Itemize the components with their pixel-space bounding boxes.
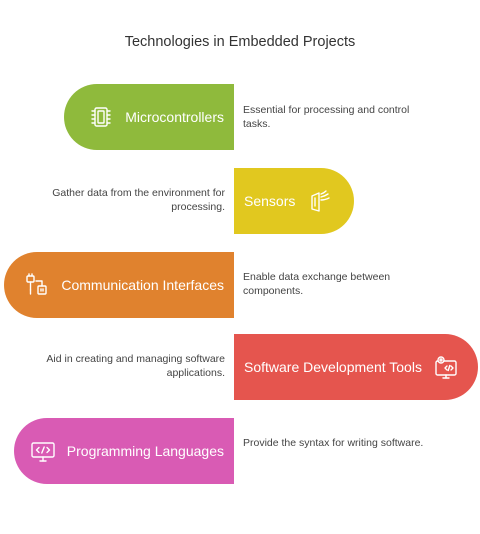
software-development-tools-label: Software Development Tools bbox=[244, 359, 422, 375]
software-development-tools-description: Aid in creating and managing software ap… bbox=[46, 353, 225, 379]
sensors-label: Sensors bbox=[244, 193, 296, 209]
microcontrollers-label: Microcontrollers bbox=[125, 109, 224, 125]
communication-interfaces-label: Communication Interfaces bbox=[61, 277, 224, 293]
chip-icon bbox=[87, 103, 115, 131]
communication-interfaces-pill: Communication Interfaces bbox=[4, 252, 234, 318]
code-window-icon bbox=[29, 437, 57, 465]
programming-languages-label: Programming Languages bbox=[66, 443, 224, 459]
communication-interfaces-description: Enable data exchange between components. bbox=[243, 271, 391, 297]
programming-languages-description: Provide the syntax for writing software. bbox=[243, 437, 424, 449]
diagram-title: Technologies in Embedded Projects bbox=[124, 34, 356, 50]
microcontrollers-pill: Microcontrollers bbox=[64, 84, 234, 150]
microcontrollers-description: Essential for processing and control tas… bbox=[243, 104, 410, 130]
programming-languages-pill: Programming Languages bbox=[14, 418, 234, 484]
software-development-tools-pill: Software Development Tools bbox=[234, 334, 478, 400]
sensor-icon bbox=[305, 187, 333, 215]
sensors-pill: Sensors bbox=[234, 168, 354, 234]
sensors-description: Gather data from the environment for pro… bbox=[52, 187, 225, 213]
connector-icon bbox=[23, 271, 51, 299]
gear-code-icon bbox=[432, 353, 460, 381]
